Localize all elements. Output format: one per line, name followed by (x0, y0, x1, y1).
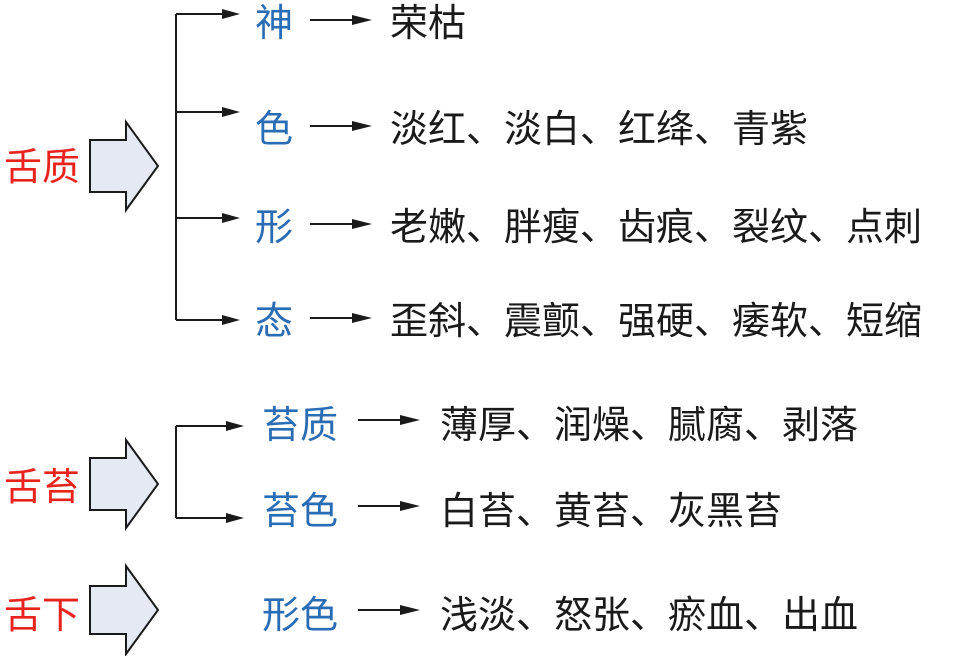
detail-text: 荣枯 (390, 1, 466, 45)
subitem-label: 形色 (262, 593, 338, 637)
group-tongue-body: 舌质 神 荣枯 色 淡红、淡白、红绛、青紫 形 (4, 1, 922, 343)
block-arrow-icon (89, 562, 160, 656)
detail-text: 浅淡、怒张、瘀血、出血 (440, 593, 858, 637)
category-label-under-tongue: 舌下 (4, 593, 80, 637)
detail-text: 白苔、黄苔、灰黑苔 (440, 489, 782, 533)
block-arrow-icon (89, 118, 160, 214)
subitem-label: 苔色 (262, 489, 338, 533)
bracket-connector (175, 421, 244, 523)
bracket-connector (175, 9, 240, 325)
detail-text: 薄厚、润燥、腻腐、剥落 (440, 403, 858, 447)
subitem-label: 色 (255, 107, 293, 151)
subitem-label: 态 (255, 299, 293, 343)
group-tongue-coating: 舌苔 苔质 薄厚、润燥、腻腐、剥落 苔色 白苔、黄苔、灰黑苔 (4, 403, 858, 533)
group-under-tongue: 舌下 形色 浅淡、怒张、瘀血、出血 (4, 562, 858, 656)
block-arrow-icon (89, 436, 160, 532)
category-label-tongue-coating: 舌苔 (4, 465, 80, 509)
subitem-label: 形 (255, 205, 293, 249)
arrow-icon (310, 313, 372, 323)
detail-text: 淡红、淡白、红绛、青紫 (390, 107, 808, 151)
arrow-icon (358, 605, 420, 615)
arrow-icon (358, 415, 420, 425)
arrow-icon (310, 15, 372, 25)
arrow-icon (310, 219, 372, 229)
category-label-tongue-body: 舌质 (4, 145, 80, 189)
detail-text: 歪斜、震颤、强硬、痿软、短缩 (390, 299, 922, 343)
arrow-icon (358, 501, 420, 511)
detail-text: 老嫩、胖瘦、齿痕、裂纹、点刺 (390, 205, 922, 249)
subitem-label: 神 (255, 1, 293, 45)
arrow-icon (310, 121, 372, 131)
subitem-label: 苔质 (262, 403, 338, 447)
